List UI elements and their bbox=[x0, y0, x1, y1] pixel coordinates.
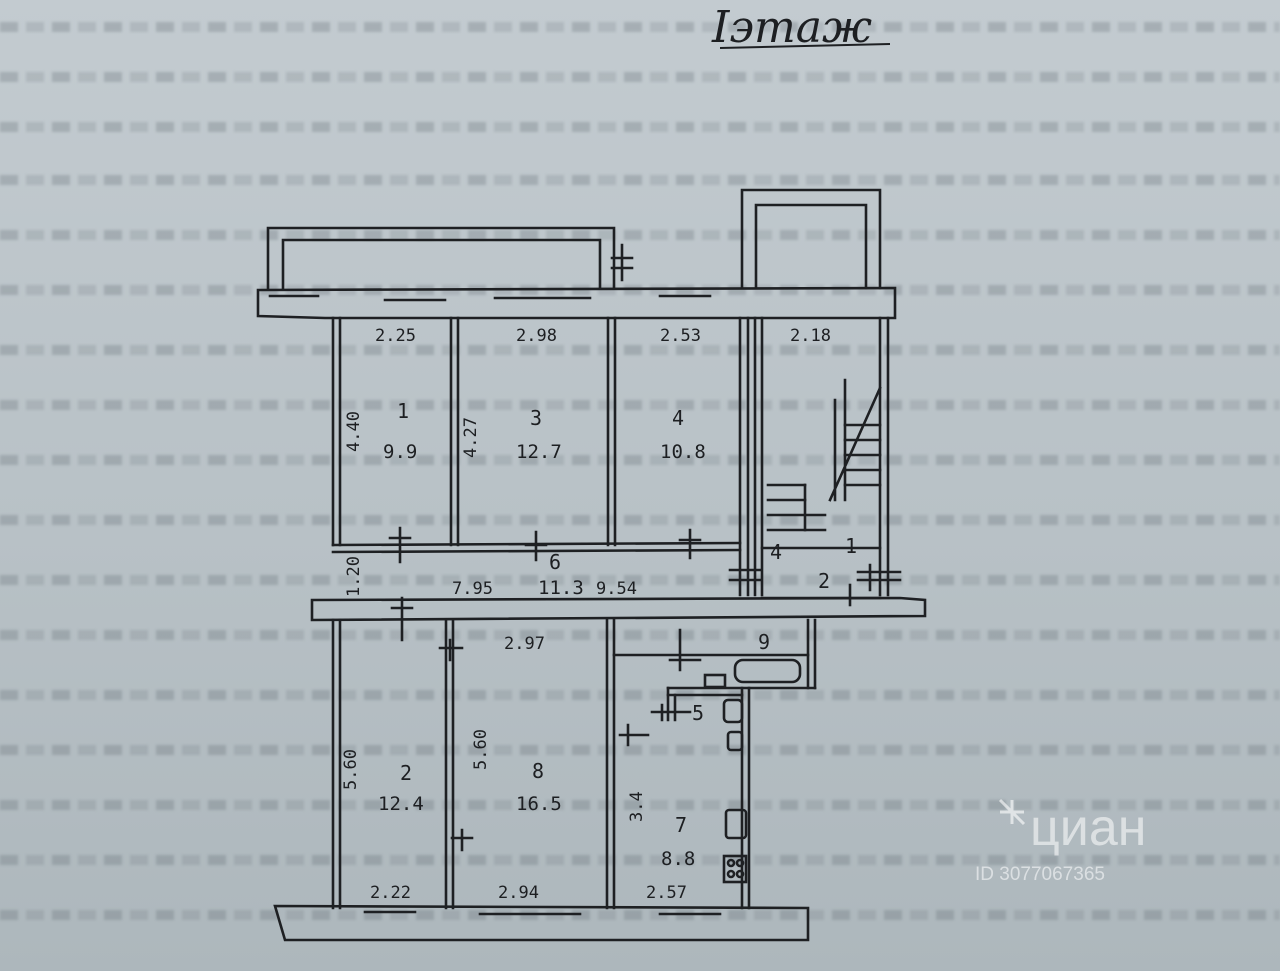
room-4-area: 10.8 bbox=[660, 441, 706, 463]
dim-corridor-length: 7.95 bbox=[452, 579, 493, 599]
room-5-number: 5 bbox=[692, 701, 704, 725]
dim-left-lower: 5.60 bbox=[341, 749, 361, 790]
stair-label-1: 1 bbox=[845, 534, 857, 558]
dim-bottom-1: 2.22 bbox=[370, 883, 411, 903]
dim-room7-side: 3.4 bbox=[627, 791, 647, 822]
room-3-number: 3 bbox=[530, 406, 542, 430]
room-1-number: 1 bbox=[397, 399, 409, 423]
room-2-area: 12.4 bbox=[378, 793, 424, 815]
dim-corridor-top: 2.97 bbox=[504, 634, 545, 654]
dim-corridor-side: 1.20 bbox=[344, 556, 364, 597]
stair-label-2: 2 bbox=[818, 569, 830, 593]
watermark-brand: циан bbox=[1030, 799, 1146, 857]
room-6-number: 6 bbox=[549, 550, 561, 574]
dim-top-1: 2.25 bbox=[375, 326, 416, 346]
room-3-area: 12.7 bbox=[516, 441, 562, 463]
room-8-area: 16.5 bbox=[516, 793, 562, 815]
dim-top-2: 2.98 bbox=[516, 326, 557, 346]
room-4-number: 4 bbox=[672, 406, 684, 430]
room-6-area: 11.3 bbox=[538, 577, 584, 599]
dim-bottom-3: 2.57 bbox=[646, 883, 687, 903]
watermark-id: ID 3077067365 bbox=[975, 864, 1105, 885]
dim-top-4: 2.18 bbox=[790, 326, 831, 346]
room-9-number: 9 bbox=[758, 630, 770, 654]
cian-logo-icon bbox=[998, 798, 1026, 826]
dim-corridor-extra: 9.54 bbox=[596, 579, 637, 599]
room-7-number: 7 bbox=[675, 813, 687, 837]
dim-room8-side: 5.60 bbox=[471, 729, 491, 770]
room-8-number: 8 bbox=[532, 759, 544, 783]
stair-label-4: 4 bbox=[770, 540, 782, 564]
room-2-number: 2 bbox=[400, 761, 412, 785]
room-7-area: 8.8 bbox=[661, 848, 695, 870]
dim-room3-side: 4.27 bbox=[461, 417, 481, 458]
room-1-area: 9.9 bbox=[383, 441, 417, 463]
dim-top-3: 2.53 bbox=[660, 326, 701, 346]
dim-bottom-2: 2.94 bbox=[498, 883, 539, 903]
dim-left-upper: 4.40 bbox=[344, 411, 364, 452]
watermark: циан ID 3077067365 bbox=[975, 798, 1146, 885]
